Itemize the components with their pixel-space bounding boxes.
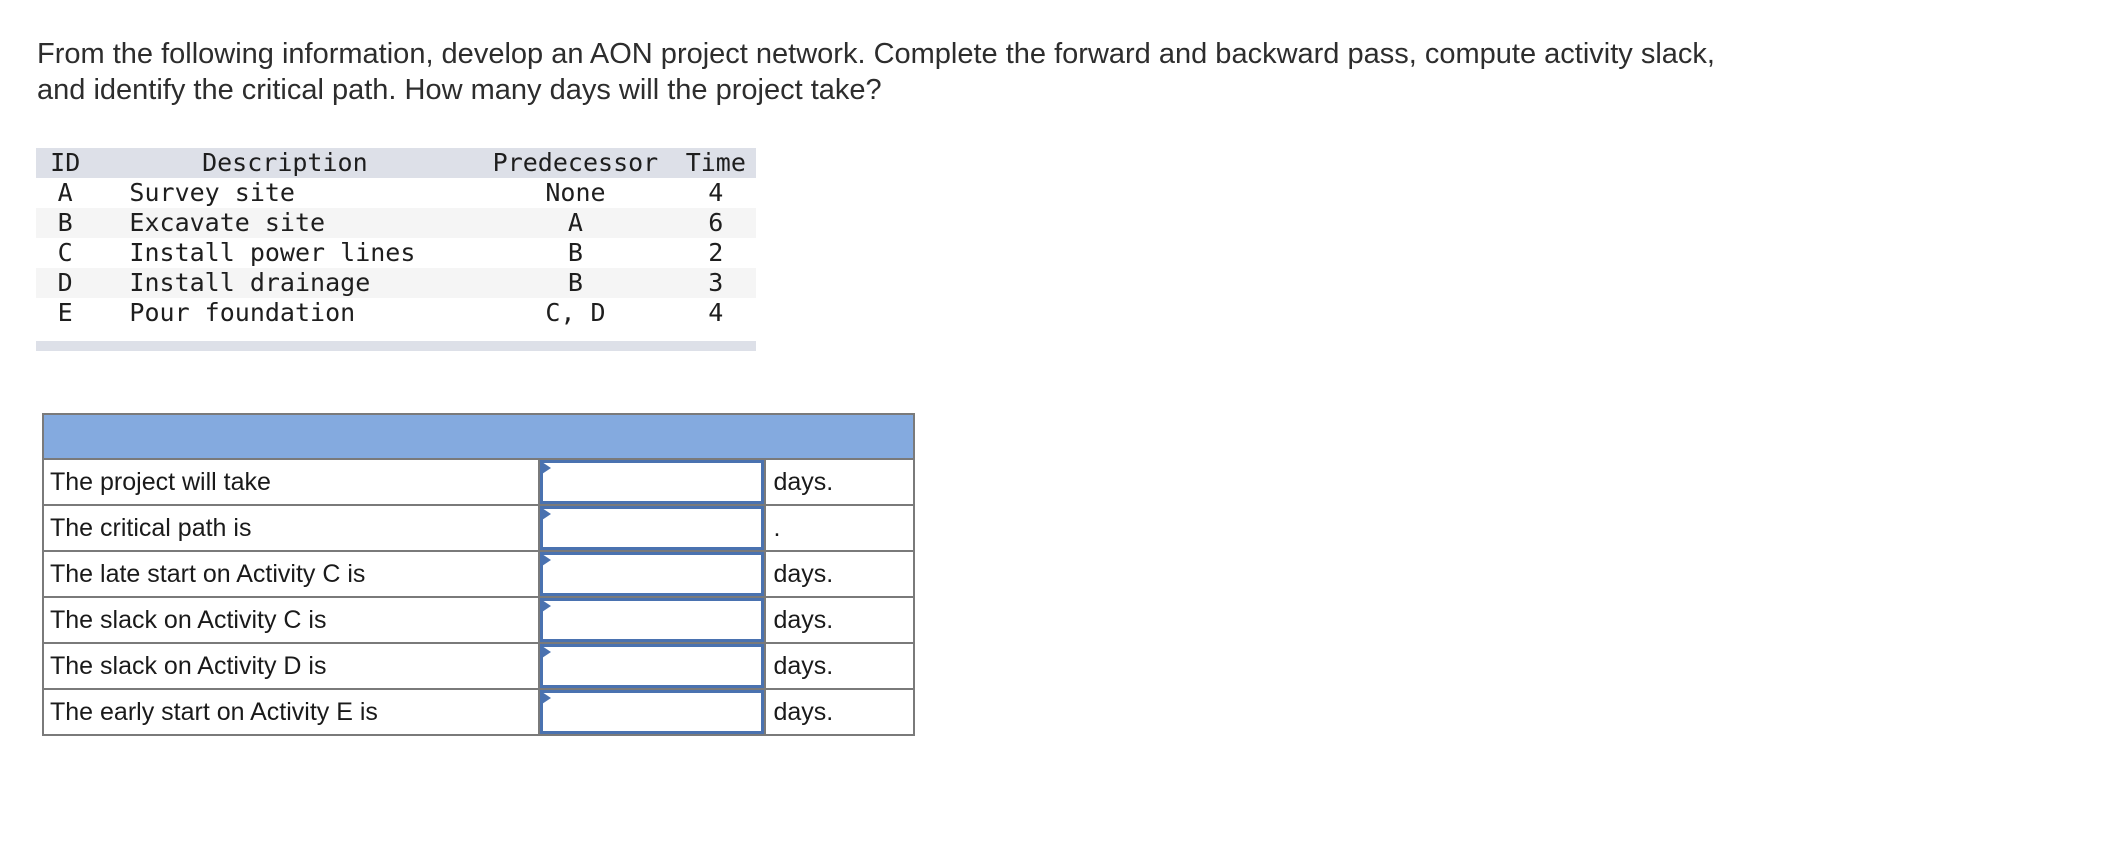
activity-id: E bbox=[57, 298, 73, 327]
input-marker-icon bbox=[541, 646, 551, 658]
answer-unit: days. bbox=[764, 458, 915, 506]
input-marker-icon bbox=[541, 462, 551, 474]
answer-label: The late start on Activity C is bbox=[42, 550, 540, 598]
answer-table: The project will take days. The critical… bbox=[42, 413, 915, 736]
answer-row-early-start-e: The early start on Activity E is days. bbox=[42, 688, 915, 736]
input-marker-icon bbox=[541, 600, 551, 612]
activity-predecessor: B bbox=[567, 238, 583, 267]
answer-row-slack-c: The slack on Activity C is days. bbox=[42, 596, 915, 644]
activity-predecessor: C, D bbox=[545, 298, 606, 327]
activity-description: Survey site bbox=[129, 178, 295, 207]
input-marker-icon bbox=[541, 554, 551, 566]
answer-table-header bbox=[42, 413, 915, 460]
slack-c-input[interactable] bbox=[539, 598, 765, 642]
answer-input-cell[interactable] bbox=[537, 688, 767, 736]
activity-table: ID Description Predecessor Time A Survey… bbox=[36, 148, 756, 328]
answer-row-project-duration: The project will take days. bbox=[42, 458, 915, 506]
activity-table-footer bbox=[36, 341, 756, 351]
answer-unit: . bbox=[764, 504, 915, 552]
activity-description: Install drainage bbox=[129, 268, 371, 297]
activity-time: 4 bbox=[708, 298, 724, 327]
activity-row: A Survey site None 4 bbox=[36, 178, 756, 208]
answer-unit: days. bbox=[764, 688, 915, 736]
header-time: Time bbox=[685, 148, 746, 177]
question-line-2: and identify the critical path. How many… bbox=[37, 74, 882, 106]
activity-id: A bbox=[57, 178, 73, 207]
activity-predecessor: None bbox=[545, 178, 606, 207]
activity-row: C Install power lines B 2 bbox=[36, 238, 756, 268]
answer-header-bar bbox=[42, 413, 915, 460]
answer-unit: days. bbox=[764, 550, 915, 598]
activity-row: D Install drainage B 3 bbox=[36, 268, 756, 298]
answer-label: The project will take bbox=[42, 458, 540, 506]
activity-row: E Pour foundation C, D 4 bbox=[36, 298, 756, 328]
header-id: ID bbox=[50, 148, 81, 177]
header-description: Description bbox=[202, 148, 368, 177]
activity-description: Pour foundation bbox=[129, 298, 356, 327]
activity-row: B Excavate site A 6 bbox=[36, 208, 756, 238]
answer-unit: days. bbox=[764, 596, 915, 644]
activity-time: 6 bbox=[708, 208, 724, 237]
slack-d-input[interactable] bbox=[539, 644, 765, 688]
activity-id: C bbox=[57, 238, 73, 267]
project-duration-input[interactable] bbox=[539, 460, 765, 504]
activity-time: 2 bbox=[708, 238, 724, 267]
critical-path-input[interactable] bbox=[539, 506, 765, 550]
answer-row-critical-path: The critical path is . bbox=[42, 504, 915, 552]
answer-input-cell[interactable] bbox=[537, 550, 767, 598]
answer-input-cell[interactable] bbox=[537, 596, 767, 644]
input-marker-icon bbox=[541, 692, 551, 704]
activity-time: 4 bbox=[708, 178, 724, 207]
activity-id: D bbox=[57, 268, 73, 297]
answer-row-slack-d: The slack on Activity D is days. bbox=[42, 642, 915, 690]
answer-label: The early start on Activity E is bbox=[42, 688, 540, 736]
answer-label: The critical path is bbox=[42, 504, 540, 552]
activity-table-header: ID Description Predecessor Time bbox=[36, 148, 756, 178]
input-marker-icon bbox=[541, 508, 551, 520]
late-start-c-input[interactable] bbox=[539, 552, 765, 596]
answer-input-cell[interactable] bbox=[537, 458, 767, 506]
answer-input-cell[interactable] bbox=[537, 504, 767, 552]
activity-predecessor: B bbox=[567, 268, 583, 297]
activity-id: B bbox=[57, 208, 73, 237]
activity-predecessor: A bbox=[567, 208, 583, 237]
activity-description: Excavate site bbox=[129, 208, 326, 237]
answer-row-late-start-c: The late start on Activity C is days. bbox=[42, 550, 915, 598]
question-text: From the following information, develop … bbox=[37, 36, 1937, 108]
answer-input-cell[interactable] bbox=[537, 642, 767, 690]
activity-time: 3 bbox=[708, 268, 724, 297]
early-start-e-input[interactable] bbox=[539, 690, 765, 734]
question-line-1: From the following information, develop … bbox=[37, 38, 1715, 70]
answer-unit: days. bbox=[764, 642, 915, 690]
answer-label: The slack on Activity D is bbox=[42, 642, 540, 690]
header-predecessor: Predecessor bbox=[492, 148, 659, 177]
activity-description: Install power lines bbox=[129, 238, 416, 267]
answer-label: The slack on Activity C is bbox=[42, 596, 540, 644]
